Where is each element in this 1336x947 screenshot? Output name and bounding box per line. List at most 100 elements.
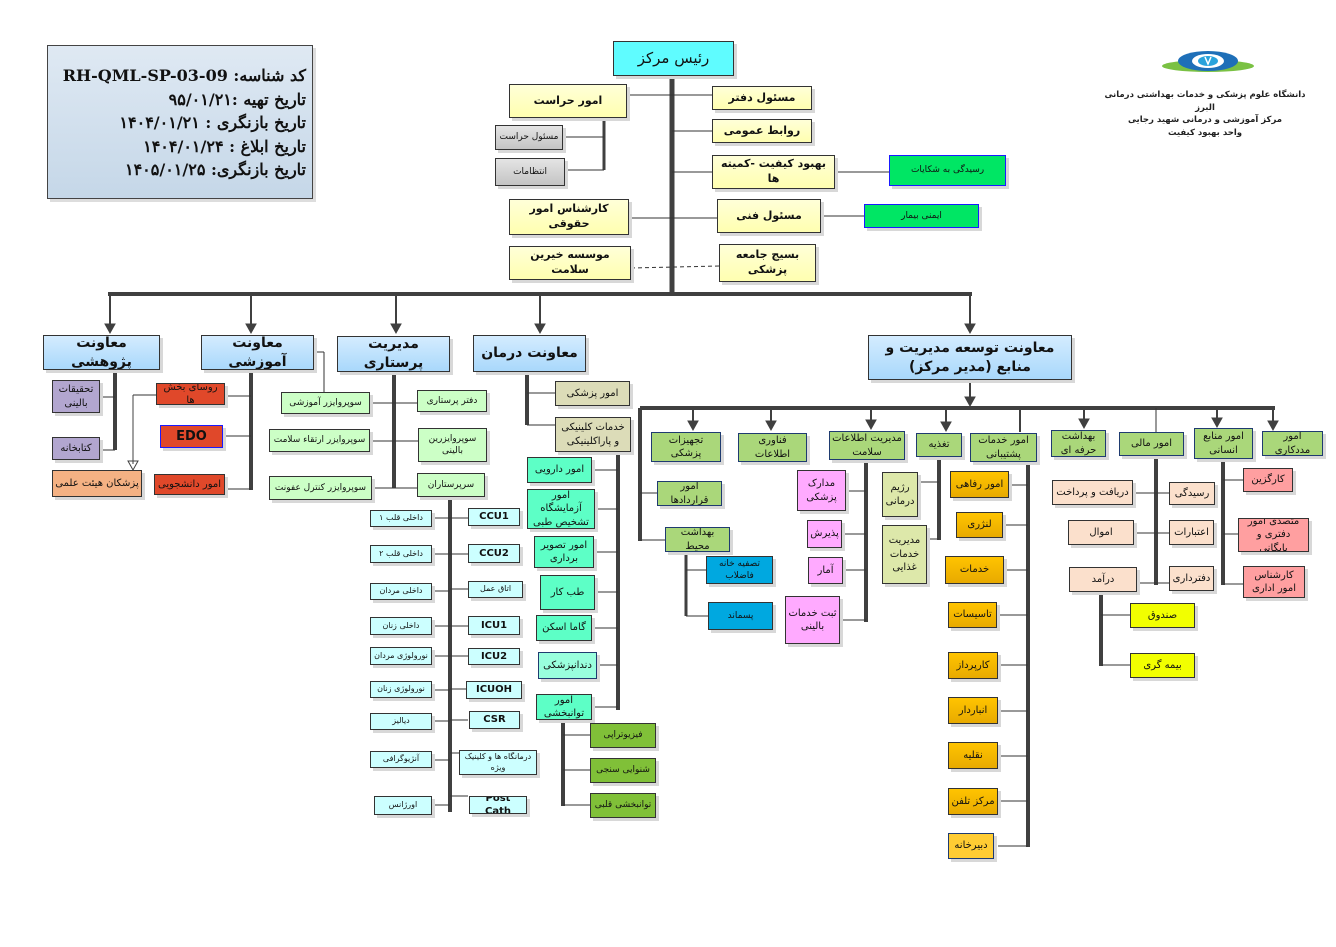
org-unit-discipline: انتظامات	[495, 158, 565, 186]
org-unit-label: روسای بخش ها	[163, 383, 218, 405]
org-unit-lab: امور آزمایشگاه تشخیص طبی	[527, 489, 595, 529]
org-unit-hr: امور منابع انسانی	[1194, 428, 1253, 459]
org-unit-label: امور خدمات پشتیبانی	[978, 435, 1029, 460]
org-unit-label: مسئول حراست	[499, 132, 559, 143]
org-unit-label: مدیریت خدمات غذایی	[888, 535, 921, 574]
org-unit-label: مسئول فنی	[736, 208, 802, 222]
arrow-head-icon	[940, 421, 952, 433]
arrow-head-icon	[865, 419, 877, 431]
org-unit-label: نقلیه	[963, 749, 983, 761]
org-unit-payments: دریافت و پرداخت	[1052, 480, 1133, 505]
org-unit-label: سرپرستاران	[427, 479, 475, 490]
arrow-head-icon	[104, 323, 116, 335]
org-unit-insurance: بیمه گری	[1130, 653, 1195, 678]
org-unit-label: سوپروایزرین بالینی	[428, 433, 477, 456]
org-unit-label: تصفیه خانه فاضلاب	[719, 558, 760, 581]
org-unit-revenue: درآمد	[1069, 567, 1137, 592]
org-unit-label: بهداشت محیط	[680, 527, 715, 552]
org-unit-label: رئیس مرکز	[637, 49, 710, 68]
arrow-head-icon	[687, 420, 699, 432]
org-unit-label: داخلی قلب ۲	[379, 548, 423, 558]
org-unit-label: دندانپزشکی	[543, 659, 592, 671]
org-unit-label: گاما اسکن	[542, 622, 586, 634]
org-unit-w-neuro-women: نورولوژی زنان	[370, 681, 432, 698]
org-unit-label: آمار	[817, 564, 834, 576]
org-unit-label: اتاق عمل	[479, 584, 512, 594]
org-unit-social-work: امور مددکاری	[1262, 431, 1323, 456]
org-unit-education-deputy: معاونت آموزشی	[201, 335, 314, 370]
org-unit-rehab: امور توانبخشی	[536, 694, 592, 720]
org-unit-treatment-deputy: معاونت درمان	[473, 335, 586, 372]
arrow-head-icon	[964, 396, 976, 408]
org-unit-head: رئیس مرکز	[613, 41, 734, 76]
org-unit-admission: پذیرش	[807, 520, 842, 548]
org-unit-sup-clinical: سوپروایزرین بالینی	[418, 428, 487, 462]
org-unit-security-officer: مسئول حراست	[495, 125, 563, 150]
org-unit-services: خدمات	[945, 556, 1004, 584]
org-unit-w-dialysis: دیالیز	[370, 713, 432, 730]
org-unit-head-nurses: سرپرستاران	[417, 473, 485, 497]
org-unit-nursing-office: دفتر پرستاری	[417, 390, 487, 412]
org-unit-label: سوپروایزر آموزشی	[289, 397, 362, 408]
org-unit-label: کارگزین	[1251, 474, 1285, 486]
org-unit-w-neuro-men: نورولوژی مردان	[370, 647, 432, 665]
revision-date: تاریخ بازنگری : ۱۴۰۴/۰۱/۲۱	[119, 113, 306, 132]
org-unit-label: امور منابع انسانی	[1203, 431, 1244, 456]
arrow-head-icon	[765, 420, 777, 432]
org-unit-occupational: طب کار	[540, 575, 595, 610]
org-unit-gamma: گاما اسکن	[536, 615, 592, 641]
org-unit-personnel: کارگزین	[1243, 468, 1293, 492]
org-unit-w-angio: آنژیوگرافی	[370, 751, 432, 768]
org-unit-sup-health: سوپروایزر ارتقاء سلامت	[269, 429, 370, 452]
org-unit-label: پزشکان هیئت علمی	[55, 477, 139, 489]
org-unit-label: CSR	[483, 714, 506, 726]
org-unit-label: معاونت توسعه مدیریت و منابع (مدیر مرکز)	[885, 339, 1055, 375]
org-unit-label: معاونت آموزشی	[228, 335, 287, 370]
org-unit-edo: EDO	[160, 425, 223, 448]
org-unit-occ-health: بهداشت حرفه ای	[1051, 430, 1106, 457]
org-unit-label: امور توانبخشی	[543, 694, 585, 719]
arrow-head-icon	[1267, 420, 1279, 432]
org-unit-label: بهبود کیفیت -کمیته ها	[720, 157, 826, 185]
org-unit-env-health: بهداشت محیط	[665, 527, 730, 552]
org-unit-label: تاسیسات	[953, 609, 992, 621]
arrow-head-icon	[534, 323, 546, 335]
org-unit-research-deputy: معاونت پژوهشی	[43, 335, 160, 370]
org-unit-warehouse: انباردار	[948, 697, 998, 724]
org-unit-statistics: آمار	[808, 557, 843, 584]
org-unit-assets: اموال	[1068, 520, 1134, 545]
org-unit-label: انتظامات	[513, 166, 547, 177]
org-unit-label: شنوایی سنجی	[596, 765, 650, 776]
org-unit-label: صندوق	[1147, 609, 1178, 621]
org-unit-label: کتابخانه	[60, 442, 92, 454]
org-unit-label: امور قراردادها	[670, 481, 709, 506]
org-unit-imaging: امور تصویر برداری	[534, 536, 594, 568]
org-unit-w-icu2: ICU2	[468, 648, 520, 665]
org-unit-label: دبیرخانه	[954, 840, 988, 852]
org-unit-label: ICU2	[480, 650, 508, 662]
org-unit-wastewater: تصفیه خانه فاضلاب	[706, 556, 773, 584]
arrow-head-icon	[1211, 417, 1223, 429]
org-unit-label: تغذیه	[928, 439, 950, 451]
org-unit-label: مرکز تلفن	[951, 795, 995, 807]
org-unit-label: کارشناس امور حقوقی	[529, 202, 609, 230]
org-unit-label: دفتر پرستاری	[426, 395, 478, 406]
org-unit-label: ICUOH	[475, 684, 513, 696]
org-unit-label: اموال	[1089, 526, 1113, 538]
org-unit-clin-reg: ثبت خدمات بالینی	[785, 596, 840, 644]
org-unit-records: مدارک پزشکی	[797, 470, 846, 511]
announce-date: تاریخ ابلاغ : ۱۴۰۴/۰۱/۲۴	[143, 136, 306, 156]
org-unit-w-emergency: اورژانس	[374, 796, 432, 815]
org-unit-label: طب کار	[550, 586, 585, 598]
org-unit-label: سوپروایزر کنترل عفونت	[274, 482, 367, 493]
org-unit-label: لنژری	[967, 519, 992, 531]
org-unit-label: CCU2	[479, 547, 509, 559]
org-unit-label: اعتبارات	[1174, 526, 1209, 538]
org-unit-label: دفترداری	[1172, 572, 1211, 584]
org-unit-label: امور رفاهی	[955, 478, 1004, 490]
org-unit-label: امور مددکاری	[1274, 431, 1311, 456]
org-unit-technical: مسئول فنی	[717, 199, 821, 233]
org-unit-w-int-women: داخلی زنان	[370, 617, 432, 635]
document-code: کد شناسه: RH-QML-SP-03-09	[62, 66, 306, 85]
org-unit-telephone: مرکز تلفن	[948, 788, 998, 815]
